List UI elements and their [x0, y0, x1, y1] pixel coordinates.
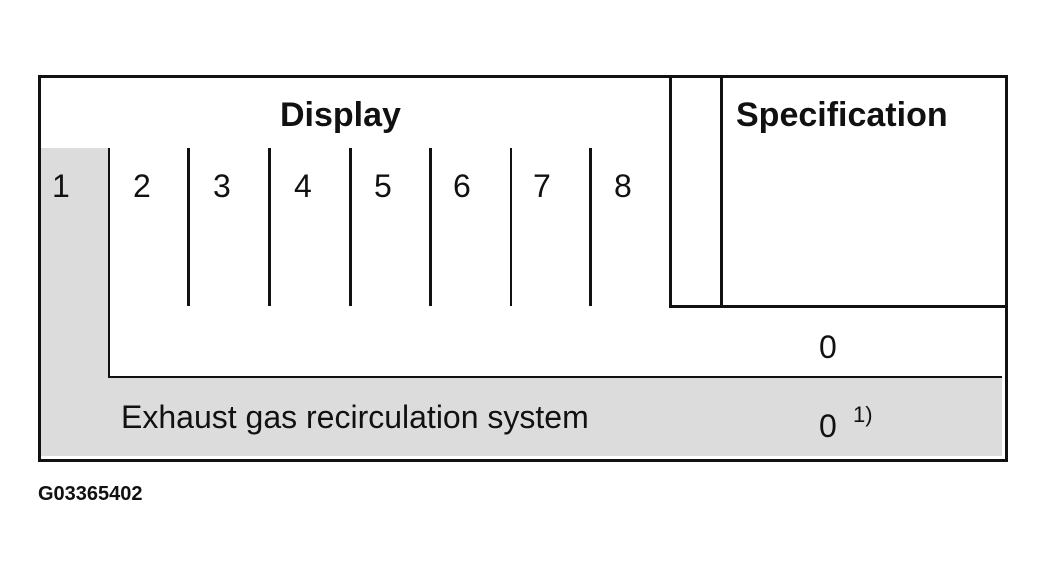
bottom-row-shade	[41, 378, 1002, 456]
footnote-marker: 1)	[853, 402, 873, 427]
row-divider	[108, 376, 1002, 378]
column-divider-5-6	[429, 148, 432, 306]
spec-value-row2: 0	[819, 408, 837, 444]
figure-code: G03365402	[38, 483, 143, 505]
column-divider-7-8	[589, 148, 592, 306]
position-6: 6	[453, 168, 471, 204]
spacer-column-right	[720, 75, 723, 308]
column-divider-1-2	[108, 148, 110, 378]
spacer-column-left	[669, 75, 672, 308]
spec-value-row1: 0	[819, 329, 837, 365]
spec-box-bottom	[669, 305, 1005, 308]
position-5: 5	[374, 168, 392, 204]
specification-header: Specification	[736, 96, 948, 134]
position-1: 1	[52, 168, 70, 204]
position-2: 2	[133, 168, 151, 204]
position-3: 3	[213, 168, 231, 204]
column-divider-4-5	[349, 148, 352, 306]
position-8: 8	[614, 168, 632, 204]
position-7: 7	[533, 168, 551, 204]
column-divider-6-7	[510, 148, 512, 306]
position-4: 4	[294, 168, 312, 204]
column-divider-2-3	[187, 148, 190, 306]
row-label: Exhaust gas recirculation system	[121, 399, 589, 435]
column-divider-3-4	[268, 148, 271, 306]
display-header: Display	[280, 96, 401, 134]
